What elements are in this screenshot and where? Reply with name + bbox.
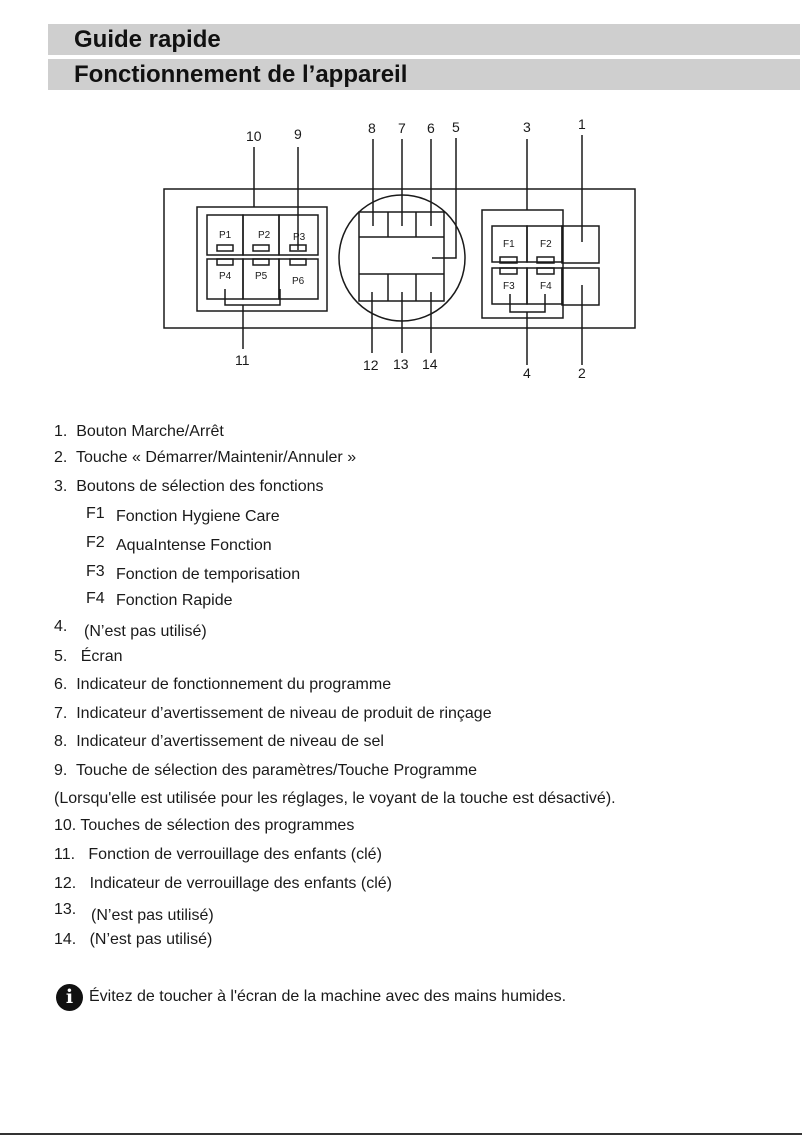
program-group-box xyxy=(196,206,328,312)
page-subtitle: Fonctionnement de l’appareil xyxy=(48,59,800,90)
control-panel-diagram: P1 P2 P3 P4 P5 P6 F1 F2 F3 F4 10 9 8 7 6… xyxy=(163,116,636,381)
function-led-4 xyxy=(536,267,555,275)
start-button xyxy=(561,267,600,306)
list-item-num: 13. xyxy=(54,901,77,918)
callout-7: 7 xyxy=(398,120,406,136)
callout-12: 12 xyxy=(363,357,379,373)
list-item: 14. (N’est pas utilisé) xyxy=(54,931,213,948)
function-desc-f3: Fonction de temporisation xyxy=(116,566,301,583)
list-item: 8. Indicateur d’avertissement de niveau … xyxy=(54,733,384,750)
program-led-5 xyxy=(252,258,270,266)
list-item: 10. Touches de sélection des programmes xyxy=(54,817,355,834)
program-led-1 xyxy=(216,244,234,252)
list-item: (N’est pas utilisé) xyxy=(84,623,207,640)
list-item-num: 4. xyxy=(54,618,68,635)
power-button xyxy=(561,225,600,264)
callout-1: 1 xyxy=(578,116,586,132)
callout-2: 2 xyxy=(578,365,586,381)
function-code-f2: F2 xyxy=(86,534,105,551)
callout-5: 5 xyxy=(452,119,460,135)
program-led-6 xyxy=(289,258,307,266)
label-p1: P1 xyxy=(219,230,232,241)
label-f1: F1 xyxy=(503,239,515,250)
page-title: Guide rapide xyxy=(48,24,800,55)
list-item: 1. Bouton Marche/Arrêt xyxy=(54,423,224,440)
function-desc-f4: Fonction Rapide xyxy=(116,592,233,609)
list-item: 12. Indicateur de verrouillage des enfan… xyxy=(54,875,392,892)
list-note: (Lorsqu'elle est utilisée pour les régla… xyxy=(54,790,616,807)
program-led-2 xyxy=(252,244,270,252)
callout-13: 13 xyxy=(393,356,409,372)
label-f2: F2 xyxy=(540,239,552,250)
list-item: 3. Boutons de sélection des fonctions xyxy=(54,478,324,495)
function-led-2 xyxy=(536,256,555,264)
callout-3: 3 xyxy=(523,119,531,135)
program-led-4 xyxy=(216,258,234,266)
function-group-box xyxy=(481,209,564,319)
label-f4: F4 xyxy=(540,281,552,292)
label-p2: P2 xyxy=(258,230,271,241)
label-p5: P5 xyxy=(255,271,268,282)
callout-14: 14 xyxy=(422,356,438,372)
callout-9: 9 xyxy=(294,126,302,142)
list-item: 6. Indicateur de fonctionnement du progr… xyxy=(54,676,392,693)
callout-11: 11 xyxy=(235,352,250,368)
footer-divider xyxy=(0,1133,802,1135)
list-item: 2. Touche « Démarrer/Maintenir/Annuler » xyxy=(54,449,357,466)
info-icon: i xyxy=(56,984,83,1011)
function-code-f3: F3 xyxy=(86,563,105,580)
callout-10: 10 xyxy=(246,128,262,144)
callout-6: 6 xyxy=(427,120,435,136)
list-item: 11. Fonction de verrouillage des enfants… xyxy=(54,846,382,863)
info-note: Évitez de toucher à l'écran de la machin… xyxy=(89,988,567,1005)
list-item: 7. Indicateur d’avertissement de niveau … xyxy=(54,705,492,722)
function-code-f4: F4 xyxy=(86,590,105,607)
callout-8: 8 xyxy=(368,120,376,136)
list-item: 5. Écran xyxy=(54,648,123,665)
function-desc-f1: Fonction Hygiene Care xyxy=(116,508,280,525)
function-desc-f2: AquaIntense Fonction xyxy=(116,537,272,554)
list-item: (N’est pas utilisé) xyxy=(91,907,214,924)
callout-4: 4 xyxy=(523,365,531,381)
label-p6: P6 xyxy=(292,276,305,287)
list-item: 9. Touche de sélection des paramètres/To… xyxy=(54,762,478,779)
label-f3: F3 xyxy=(503,281,515,292)
panel-outline xyxy=(163,188,636,329)
function-code-f1: F1 xyxy=(86,505,105,522)
label-p4: P4 xyxy=(219,271,232,282)
function-led-1 xyxy=(499,256,518,264)
function-led-3 xyxy=(499,267,518,275)
label-p3: P3 xyxy=(293,232,306,243)
